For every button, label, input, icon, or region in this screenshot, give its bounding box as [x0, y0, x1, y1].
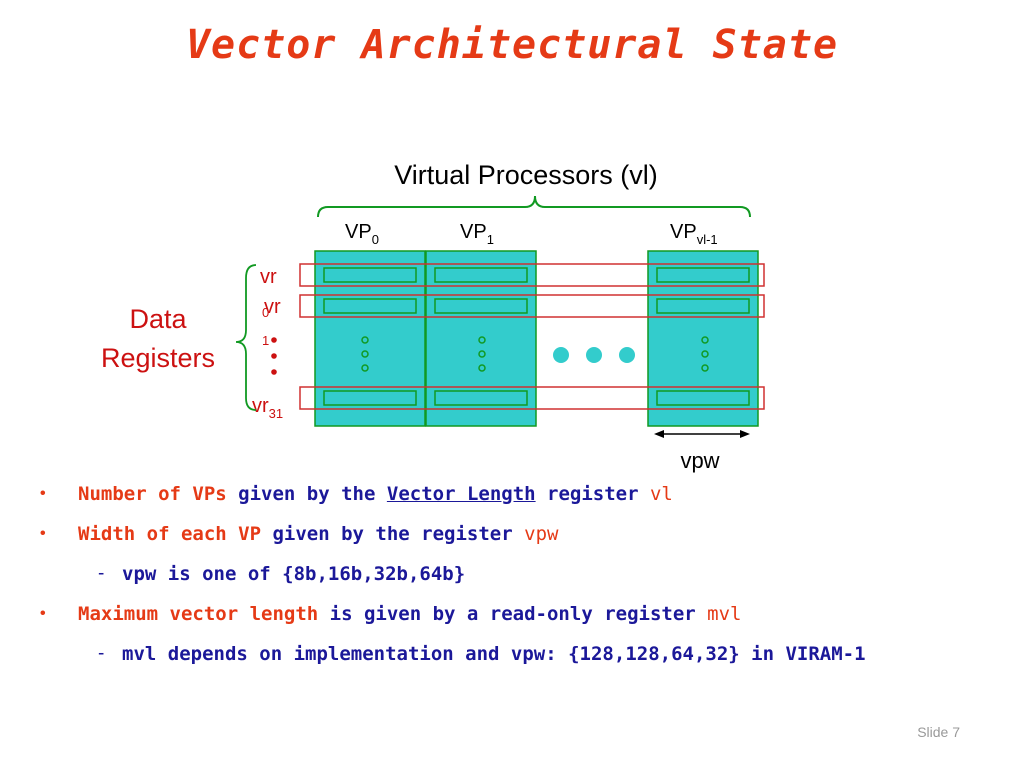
- slide-title: Vector Architectural State: [185, 22, 839, 68]
- cell-vplast-vr0: [656, 267, 750, 283]
- diagram-header: Virtual Processors (vl): [394, 160, 658, 190]
- cell-vplast-vr31: [656, 390, 750, 406]
- ellipsis-dot: [361, 364, 369, 372]
- row-ellipsis-dot: [271, 337, 277, 343]
- vp-label-0: VP0: [345, 221, 379, 247]
- bullet-highlight: Width of each VP: [78, 523, 262, 545]
- cell-vp1-vr31: [434, 390, 528, 406]
- register-row-vr0: [299, 263, 765, 287]
- bullet-item: • Number of VPs given by the Vector Leng…: [40, 480, 1000, 508]
- data-registers-brace: [235, 264, 257, 411]
- vp-label-1-base: VP: [460, 221, 487, 243]
- row-label-vr0: vr 0: [260, 266, 277, 320]
- register-code: vl: [649, 483, 673, 505]
- row-label-vr1-sub: 1: [262, 333, 269, 348]
- bullet-text: given by the: [226, 483, 387, 505]
- row-label-vr31-sub: 31: [269, 406, 283, 421]
- register-rows: [299, 263, 765, 410]
- row-ellipsis-dots: [271, 337, 277, 375]
- sub-bullet-text: vpw is one of {8b,16b,32b,64b}: [122, 563, 466, 585]
- sub-bullet-dash: -: [98, 643, 105, 664]
- bullet-highlight: Maximum vector length: [78, 603, 319, 625]
- ellipsis-dot: [701, 364, 709, 372]
- bullet-dot: •: [40, 605, 46, 622]
- vp-label-1-sub: 1: [487, 232, 494, 247]
- register-code: vpw: [524, 523, 559, 545]
- ellipsis-dot: [701, 336, 709, 344]
- row-label-vr1-base: vr: [264, 296, 281, 318]
- vpw-arrow: [654, 430, 750, 438]
- cell-vplast-vr1: [656, 298, 750, 314]
- bullet-dot: •: [40, 525, 46, 542]
- vp-label-last-base: VP: [670, 221, 697, 243]
- ellipsis-dot: [478, 336, 486, 344]
- vp-label-last: VPvl-1: [670, 221, 718, 247]
- cell-vp1-vr1: [434, 298, 528, 314]
- vp-brace: [317, 195, 751, 218]
- vp-ellipsis-dot: [553, 347, 569, 363]
- bullet-item: • Width of each VP given by the register…: [40, 520, 1000, 548]
- vp-ellipsis: [553, 347, 635, 363]
- vp-ellipsis-dot: [619, 347, 635, 363]
- vp-label-1: VP1: [460, 221, 494, 247]
- data-registers-label-line1: Data: [129, 304, 187, 334]
- sub-bullet-item: - vpw is one of {8b,16b,32b,64b}: [40, 560, 1000, 588]
- sub-bullet-dash: -: [98, 563, 105, 584]
- vp-ellipsis-dot: [586, 347, 602, 363]
- vp-label-last-sub: vl-1: [697, 232, 718, 247]
- bullet-item: • Maximum vector length is given by a re…: [40, 600, 1000, 628]
- ellipsis-dot: [361, 350, 369, 358]
- bullet-list: • Number of VPs given by the Vector Leng…: [40, 480, 1000, 680]
- register-cells: [323, 267, 750, 406]
- cell-vp0-vr1: [323, 298, 417, 314]
- register-row-vr31: [299, 386, 765, 410]
- row-label-vr31-base: vr: [252, 395, 269, 417]
- vpw-arrow-head-left: [654, 430, 664, 438]
- bullet-text: given by the register: [261, 523, 525, 545]
- vp-label-0-sub: 0: [372, 232, 379, 247]
- slide-number: Slide 7: [917, 724, 960, 740]
- vpw-label: vpw: [680, 448, 719, 473]
- data-registers-label-line2: Registers: [101, 343, 215, 373]
- cell-vp1-vr0: [434, 267, 528, 283]
- column-ellipsis-dots: [361, 336, 709, 372]
- register-row-vr1: [299, 294, 765, 318]
- row-ellipsis-dot: [271, 353, 277, 359]
- bullet-text: register: [535, 483, 650, 505]
- sub-bullet-item: - mvl depends on implementation and vpw:…: [40, 640, 1000, 668]
- ellipsis-dot: [701, 350, 709, 358]
- ellipsis-dot: [478, 364, 486, 372]
- register-code: mvl: [707, 603, 742, 625]
- row-label-vr0-base: vr: [260, 266, 277, 288]
- vpw-arrow-head-right: [740, 430, 750, 438]
- row-ellipsis-dot: [271, 369, 277, 375]
- ellipsis-dot: [478, 350, 486, 358]
- row-label-vr0-sub: 0: [262, 305, 269, 320]
- ellipsis-dot: [361, 336, 369, 344]
- vector-length-link: Vector Length: [386, 483, 536, 505]
- bullet-text: is given by a read-only register: [318, 603, 708, 625]
- row-label-vr1: vr 1: [262, 296, 281, 348]
- sub-bullet-text: mvl depends on implementation and vpw: {…: [122, 643, 866, 665]
- bullet-highlight: Number of VPs: [78, 483, 227, 505]
- vp-label-0-base: VP: [345, 221, 372, 243]
- bullet-dot: •: [40, 485, 46, 502]
- cell-vp0-vr0: [323, 267, 417, 283]
- row-label-vr31: vr31: [252, 395, 283, 421]
- vector-state-diagram: Virtual Processors (vl) VP0 VP1 VPvl-1: [101, 160, 765, 473]
- cell-vp0-vr31: [323, 390, 417, 406]
